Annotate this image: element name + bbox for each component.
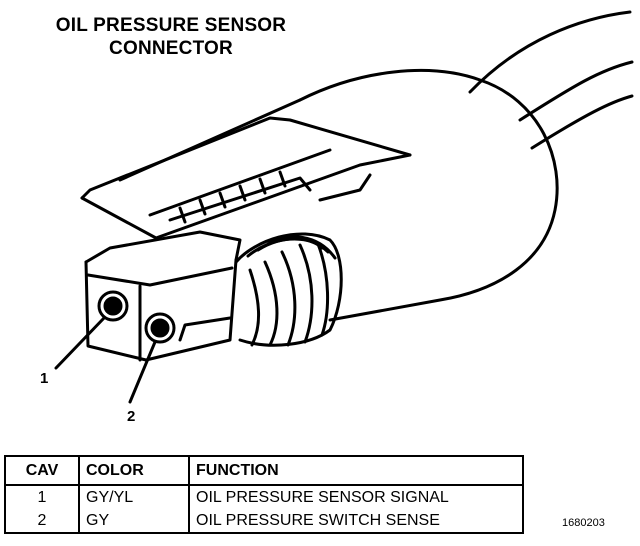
callout-1: 1 bbox=[40, 370, 49, 387]
cell-function: OIL PRESSURE SWITCH SENSE bbox=[188, 509, 524, 534]
title-line-2: CONNECTOR bbox=[109, 38, 233, 59]
callout-2: 2 bbox=[127, 408, 136, 425]
diagram-title: OIL PRESSURE SENSOR CONNECTOR bbox=[40, 14, 302, 60]
cell-cav: 2 bbox=[4, 509, 80, 534]
header-function: FUNCTION bbox=[188, 455, 524, 486]
cell-cav: 1 bbox=[4, 485, 80, 509]
title-line-1: OIL PRESSURE SENSOR bbox=[55, 15, 287, 36]
pinout-table: CAV COLOR FUNCTION 1 GY/YL OIL PRESSURE … bbox=[4, 455, 524, 534]
table-header-row: CAV COLOR FUNCTION bbox=[4, 455, 524, 486]
header-color: COLOR bbox=[78, 455, 190, 486]
cell-function: OIL PRESSURE SENSOR SIGNAL bbox=[188, 485, 524, 509]
table-row: 1 GY/YL OIL PRESSURE SENSOR SIGNAL bbox=[4, 485, 524, 509]
figure-number: 1680203 bbox=[562, 517, 605, 529]
header-cav: CAV bbox=[4, 455, 80, 486]
table-row: 2 GY OIL PRESSURE SWITCH SENSE bbox=[4, 509, 524, 534]
cell-color: GY/YL bbox=[78, 485, 190, 509]
cell-color: GY bbox=[78, 509, 190, 534]
